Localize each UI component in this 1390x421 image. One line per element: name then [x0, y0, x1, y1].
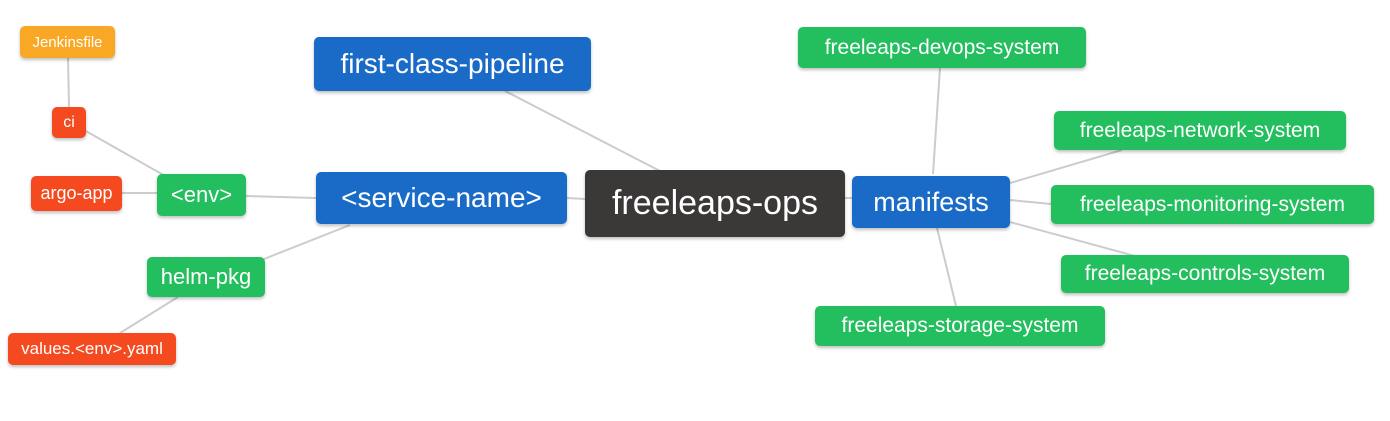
edge-manifests-network-system [1009, 149, 1123, 184]
edge-service-name-freeleaps-ops [566, 197, 586, 200]
node-freeleaps-monitoring-system[interactable]: freeleaps-monitoring-system [1051, 185, 1374, 224]
node-service-name[interactable]: <service-name> [316, 172, 567, 224]
node-manifests[interactable]: manifests [852, 176, 1010, 228]
edge-ci-env [83, 129, 168, 178]
node-first-class-pipeline[interactable]: first-class-pipeline [314, 37, 591, 91]
edge-manifests-storage-system [936, 227, 957, 307]
edge-helm-pkg-service-name [263, 224, 351, 260]
node-env[interactable]: <env> [157, 174, 246, 216]
node-helm-pkg[interactable]: helm-pkg [147, 257, 265, 297]
node-ci[interactable]: ci [52, 107, 86, 138]
node-values-env-yaml[interactable]: values.<env>.yaml [8, 333, 176, 365]
node-freeleaps-storage-system[interactable]: freeleaps-storage-system [815, 306, 1105, 346]
edge-jenkinsfile-ci [67, 57, 70, 108]
node-argo-app[interactable]: argo-app [31, 176, 122, 211]
edge-values-env-yaml-helm-pkg [119, 296, 179, 334]
node-freeleaps-ops-root[interactable]: freeleaps-ops [585, 170, 845, 237]
node-jenkinsfile[interactable]: Jenkinsfile [20, 26, 115, 58]
node-freeleaps-devops-system[interactable]: freeleaps-devops-system [798, 27, 1086, 68]
edge-manifests-monitoring-system [1009, 199, 1052, 205]
edge-first-class-pipeline-freeleaps-ops [504, 90, 661, 172]
node-freeleaps-controls-system[interactable]: freeleaps-controls-system [1061, 255, 1349, 293]
edge-manifests-devops-system [932, 67, 941, 175]
edge-manifests-controls-system [1009, 221, 1136, 257]
edge-env-service-name [245, 195, 317, 199]
node-freeleaps-network-system[interactable]: freeleaps-network-system [1054, 111, 1346, 150]
